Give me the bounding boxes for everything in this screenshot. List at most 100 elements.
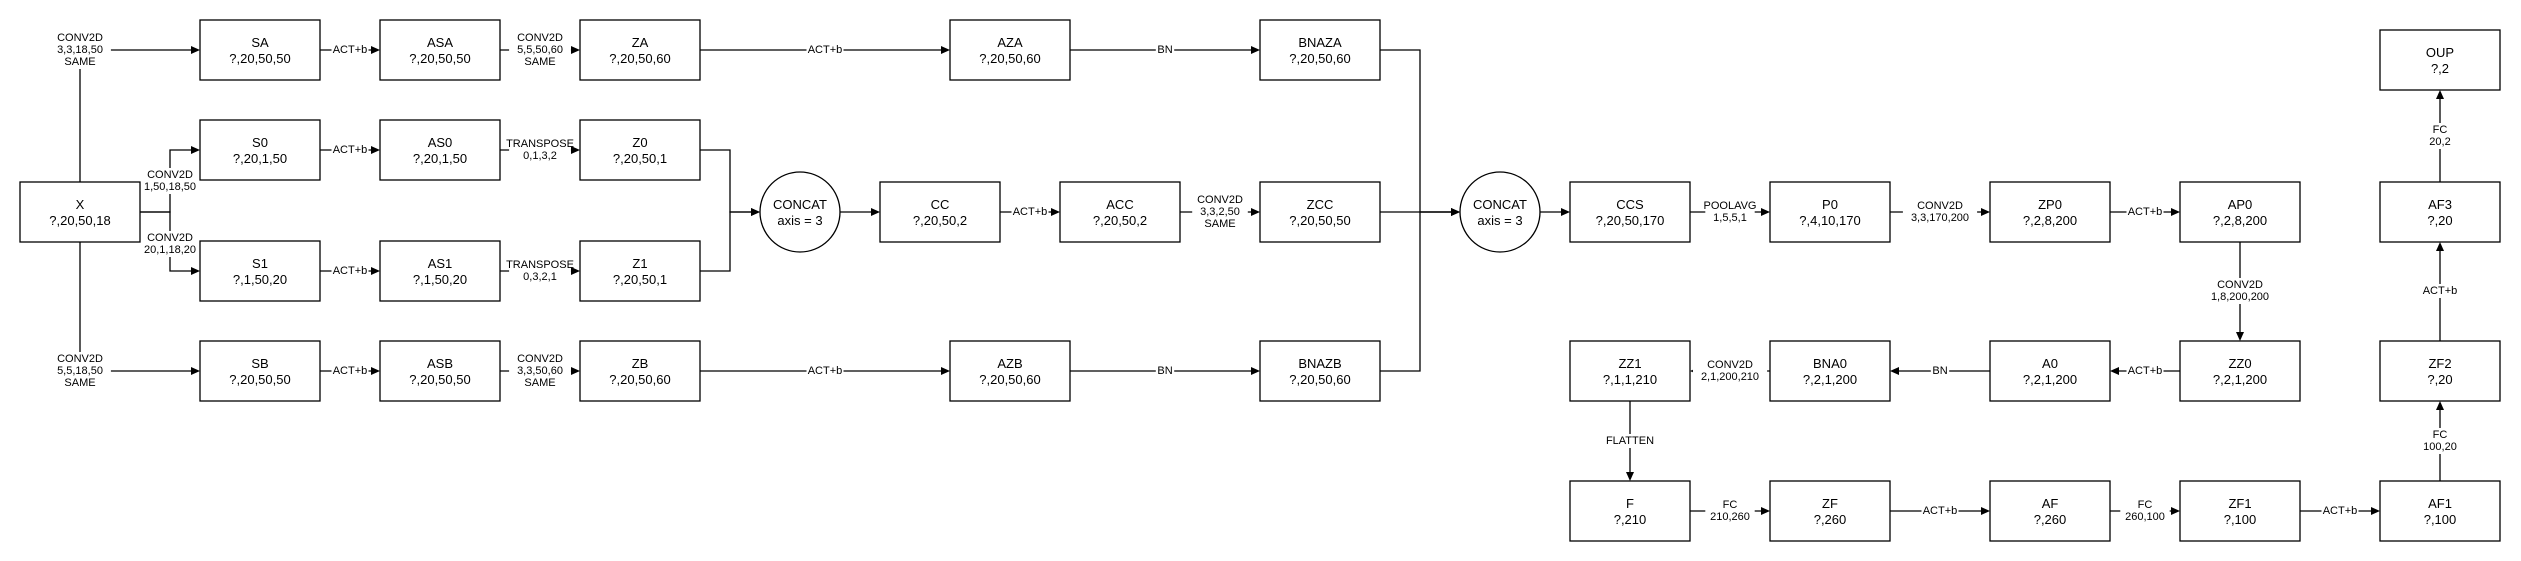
edge-zcc-concat2 — [1380, 208, 1460, 216]
edge-bnaza-concat2 — [1380, 49, 1460, 216]
edge-label: CONV2D — [1917, 200, 1963, 212]
node-shape: ?,20 — [2427, 213, 2452, 228]
node-af1: AF1?,100 — [2379, 480, 2501, 542]
node-zz1: ZZ1?,1,1,210 — [1569, 340, 1691, 402]
edge-label-bg — [331, 43, 369, 57]
node-box — [1989, 340, 2111, 402]
node-title: ZF — [1822, 496, 1838, 511]
node-shape: ?,20,50,18 — [49, 213, 110, 228]
edge-label-bg — [2321, 504, 2359, 518]
arrowhead — [1761, 507, 1770, 515]
arrowhead — [2436, 242, 2444, 251]
arrowhead — [751, 208, 760, 216]
node-zcc: ZCC?,20,50,50 — [1259, 181, 1381, 243]
edge-a0-bna0: BN — [1890, 364, 1990, 378]
edge-label-bg — [49, 352, 111, 390]
edge-label: CONV2D — [2217, 279, 2263, 291]
edge-concat1-cc — [840, 208, 880, 216]
arrowhead — [2436, 401, 2444, 410]
node-title: S0 — [252, 135, 268, 150]
edge-azb-bnazb: BN — [1070, 364, 1260, 378]
arrowhead — [571, 267, 580, 275]
node-box — [379, 340, 501, 402]
node-box — [199, 240, 321, 302]
node-box — [949, 19, 1071, 81]
arrowhead — [1051, 208, 1060, 216]
node-title: ZP0 — [2038, 197, 2062, 212]
node-title: ZF1 — [2228, 496, 2251, 511]
node-shape: ?,2,8,200 — [2213, 213, 2267, 228]
node-shape: ?,2,8,200 — [2023, 213, 2077, 228]
node-asa: ASA?,20,50,50 — [379, 19, 501, 81]
edge-label: 1,8,200,200 — [2211, 291, 2269, 303]
arrowhead — [571, 367, 580, 375]
edge-label-bg — [1692, 358, 1768, 384]
edge-label: 100,20 — [2423, 441, 2457, 453]
edge-label: CONV2D — [57, 353, 103, 365]
node-acc: ACC?,20,50,2 — [1059, 181, 1181, 243]
edge-sa-asa: ACT+b — [320, 43, 380, 57]
arrowhead — [1561, 208, 1570, 216]
edge-label: SAME — [1204, 218, 1235, 230]
node-title: ZZ1 — [1618, 356, 1641, 371]
node-ccs: CCS?,20,50,170 — [1569, 181, 1691, 243]
edge-label: SAME — [524, 56, 555, 68]
node-shape: ?,1,1,210 — [1603, 372, 1657, 387]
node-box — [2179, 181, 2301, 243]
edge-line — [1380, 211, 1451, 372]
edge-label-bg — [1921, 504, 1959, 518]
node-ap0: AP0?,2,8,200 — [2179, 181, 2301, 243]
arrowhead — [2436, 90, 2444, 99]
edge-label: ACT+b — [2128, 206, 2163, 218]
node-title: ASA — [427, 35, 453, 50]
node-shape: ?,20,50,1 — [613, 151, 667, 166]
node-bna0: BNA0?,2,1,200 — [1769, 340, 1891, 402]
edge-label: TRANSPOSE — [506, 259, 574, 271]
edge-label-bg — [136, 168, 204, 194]
edge-label: 210,260 — [1710, 511, 1750, 523]
edge-s1-as1: ACT+b — [320, 264, 380, 278]
arrowhead — [1981, 208, 1990, 216]
edge-label: CONV2D — [147, 169, 193, 181]
node-title: CCS — [1616, 197, 1644, 212]
edge-label-bg — [2126, 364, 2164, 378]
node-z1: Z1?,20,50,1 — [579, 240, 701, 302]
arrowhead — [1626, 472, 1634, 481]
edge-label: ACT+b — [333, 144, 368, 156]
edge-label: ACT+b — [1923, 505, 1958, 517]
node-shape: ?,2,1,200 — [1803, 372, 1857, 387]
node-shape: ?,20,1,50 — [413, 151, 467, 166]
node-shape: ?,100 — [2224, 512, 2257, 527]
node-title: BNAZA — [1298, 35, 1342, 50]
node-z0: Z0?,20,50,1 — [579, 119, 701, 181]
node-title: CONCAT — [1473, 197, 1527, 212]
node-as1: AS1?,1,50,20 — [379, 240, 501, 302]
edge-sb-asb: ACT+b — [320, 364, 380, 378]
node-box — [1989, 480, 2111, 542]
edge-label: FC — [1723, 499, 1738, 511]
node-box — [1259, 340, 1381, 402]
edge-label: ACT+b — [333, 365, 368, 377]
edge-zp0-ap0: ACT+b — [2110, 205, 2180, 219]
node-title: P0 — [1822, 197, 1838, 212]
node-zb: ZB?,20,50,60 — [579, 340, 701, 402]
node-box — [2379, 29, 2501, 91]
node-title: ZZ0 — [2228, 356, 2251, 371]
node-shape: ?,20,50,50 — [1289, 213, 1350, 228]
node-box — [379, 119, 501, 181]
node-box — [1059, 181, 1181, 243]
edge-label-bg — [331, 264, 369, 278]
edge-aza-bnaza: BN — [1070, 43, 1260, 57]
node-shape: ?,20,50,60 — [1289, 51, 1350, 66]
edge-label-bg — [1705, 498, 1755, 524]
node-box — [2379, 480, 2501, 542]
node-box — [199, 340, 321, 402]
